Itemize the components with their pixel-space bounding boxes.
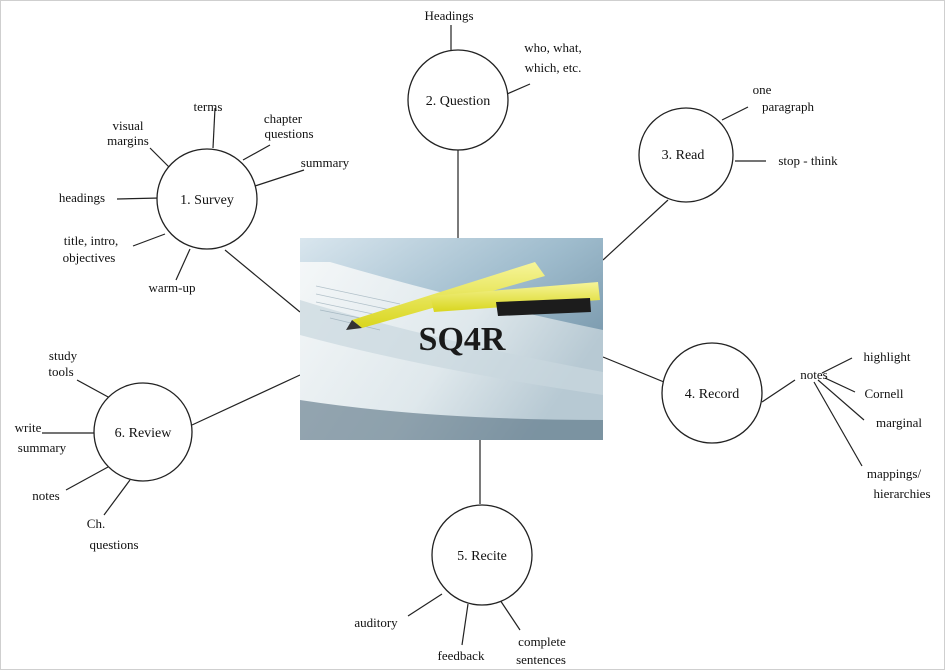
survey-terms: terms bbox=[194, 99, 223, 114]
review-tools: tools bbox=[48, 364, 73, 379]
recite-sentences: sentences bbox=[516, 652, 566, 667]
recite-complete: complete bbox=[518, 634, 566, 649]
review-study: study bbox=[49, 348, 78, 363]
survey-headings: headings bbox=[59, 190, 105, 205]
connector-record bbox=[602, 356, 665, 383]
survey-visual: visual bbox=[112, 118, 143, 133]
read-branch: 3. Read one paragraph stop - think bbox=[638, 82, 838, 203]
survey-branch: 1. Survey terms visual margins chapter q… bbox=[59, 99, 350, 295]
record-cornell: Cornell bbox=[865, 386, 904, 401]
read-paragraph: paragraph bbox=[762, 99, 814, 114]
read-one: one bbox=[753, 82, 772, 97]
survey-title-intro: title, intro, bbox=[64, 233, 119, 248]
record-highlight: highlight bbox=[864, 349, 911, 364]
record-mappings: mappings/ bbox=[867, 466, 922, 481]
survey-label: 1. Survey bbox=[180, 193, 234, 208]
question-who-what: who, what, bbox=[524, 40, 581, 55]
recite-node bbox=[431, 504, 533, 606]
question-node bbox=[407, 49, 509, 151]
review-questions: questions bbox=[89, 537, 138, 552]
recite-branch: 5. Recite auditory feedback complete sen… bbox=[354, 504, 566, 667]
recite-auditory: auditory bbox=[354, 615, 398, 630]
center-title: SQ4R bbox=[419, 321, 506, 358]
record-marginal: marginal bbox=[876, 415, 922, 430]
review-notes: notes bbox=[32, 488, 59, 503]
read-label: 3. Read bbox=[662, 148, 705, 163]
read-node bbox=[638, 107, 734, 203]
review-ch: Ch. bbox=[87, 516, 105, 531]
record-branch: 4. Record notes highlight Cornell margin… bbox=[661, 342, 931, 501]
review-node bbox=[93, 382, 193, 482]
survey-margins: margins bbox=[107, 133, 149, 148]
recite-feedback: feedback bbox=[438, 648, 485, 663]
recite-label: 5. Recite bbox=[457, 549, 507, 564]
connector-review bbox=[191, 374, 301, 426]
review-branch: 6. Review study tools write summary note… bbox=[15, 348, 193, 552]
read-stop-think: stop - think bbox=[778, 153, 838, 168]
question-branch: 2. Question Headings who, what, which, e… bbox=[407, 8, 582, 151]
question-headings: Headings bbox=[424, 8, 473, 23]
record-node bbox=[661, 342, 763, 444]
review-write: write bbox=[15, 420, 42, 435]
connector-survey bbox=[224, 249, 301, 313]
review-summary: summary bbox=[18, 440, 67, 455]
record-notes: notes bbox=[800, 367, 827, 382]
record-hierarchies: hierarchies bbox=[873, 486, 930, 501]
question-label: 2. Question bbox=[426, 94, 491, 109]
connector-read bbox=[602, 199, 669, 261]
survey-chapter: chapter bbox=[264, 111, 303, 126]
survey-objectives: objectives bbox=[63, 250, 116, 265]
survey-summary: summary bbox=[301, 155, 350, 170]
hub-connectors bbox=[191, 147, 669, 504]
center-image: SQ4R bbox=[300, 238, 603, 440]
record-label: 4. Record bbox=[685, 387, 739, 402]
question-which-etc: which, etc. bbox=[525, 60, 582, 75]
survey-node bbox=[156, 148, 258, 250]
survey-warm-up: warm-up bbox=[149, 280, 196, 295]
review-label: 6. Review bbox=[115, 426, 173, 441]
survey-questions: questions bbox=[264, 126, 313, 141]
